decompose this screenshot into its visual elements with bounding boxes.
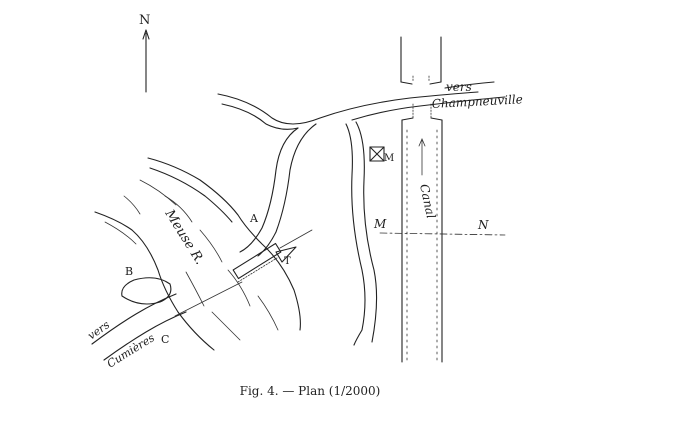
road-cumieres (91, 277, 187, 361)
label-canal: Canal (417, 183, 438, 220)
label-building-m: M (384, 153, 394, 164)
label-section-m: M (373, 217, 387, 231)
north-label: N (139, 13, 150, 28)
label-vers-top: vers (446, 80, 472, 94)
label-point-t: T (284, 256, 291, 267)
road-south (239, 121, 378, 346)
figure-caption: Fig. 4. — Plan (1/2000) (239, 384, 381, 398)
section-line-mn (379, 232, 506, 236)
label-champneuville: Champneuville (431, 92, 523, 111)
north-arrow: N (139, 13, 150, 93)
label-point-c: C (161, 333, 169, 346)
meuse-river (94, 157, 301, 351)
road-champneuville (217, 81, 506, 130)
label-cumieres: Cumières (105, 331, 157, 370)
label-point-b: B (125, 265, 133, 278)
label-meuse: Meuse R. (161, 206, 207, 267)
label-point-a: A (249, 212, 259, 225)
label-section-n: N (477, 218, 489, 232)
canal (400, 36, 443, 363)
weir-structure (174, 229, 313, 317)
building-m (369, 146, 385, 162)
